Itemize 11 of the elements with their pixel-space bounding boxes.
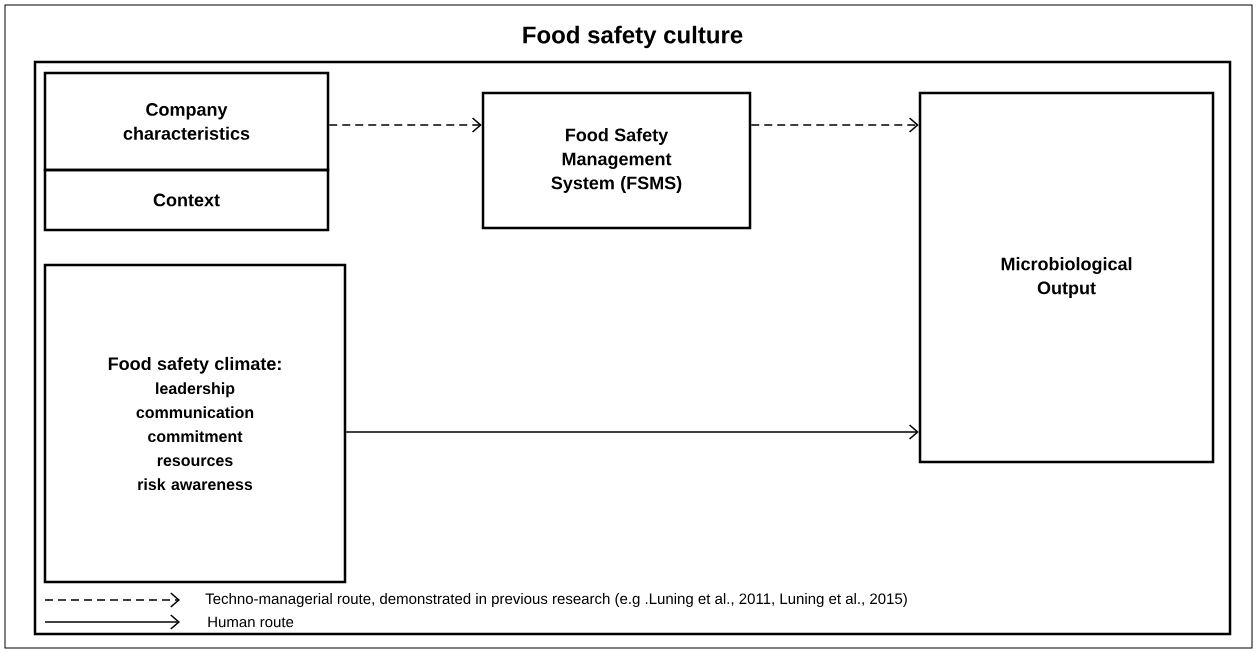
- box: Food safety climate: leadership communication commitment resources risk awareness: [43, 263, 347, 584]
- legend-text: Human route: [208, 616, 294, 628]
- box: Context: [43, 168, 330, 232]
- arrow: [328, 117, 482, 133]
- box: Company characteristics: [43, 71, 330, 172]
- title: Food safety culture: [523, 25, 743, 49]
- arrow: [750, 117, 919, 133]
- box: Food Safety Management System (FSMS): [481, 91, 752, 230]
- box: Microbiological Output: [918, 91, 1215, 464]
- legend-text: Techno-managerial route, demonstrated in previous research (e.g .Luning et al., 2011, Luning et al., 2015): [205, 593, 907, 607]
- arrow: [345, 424, 919, 440]
